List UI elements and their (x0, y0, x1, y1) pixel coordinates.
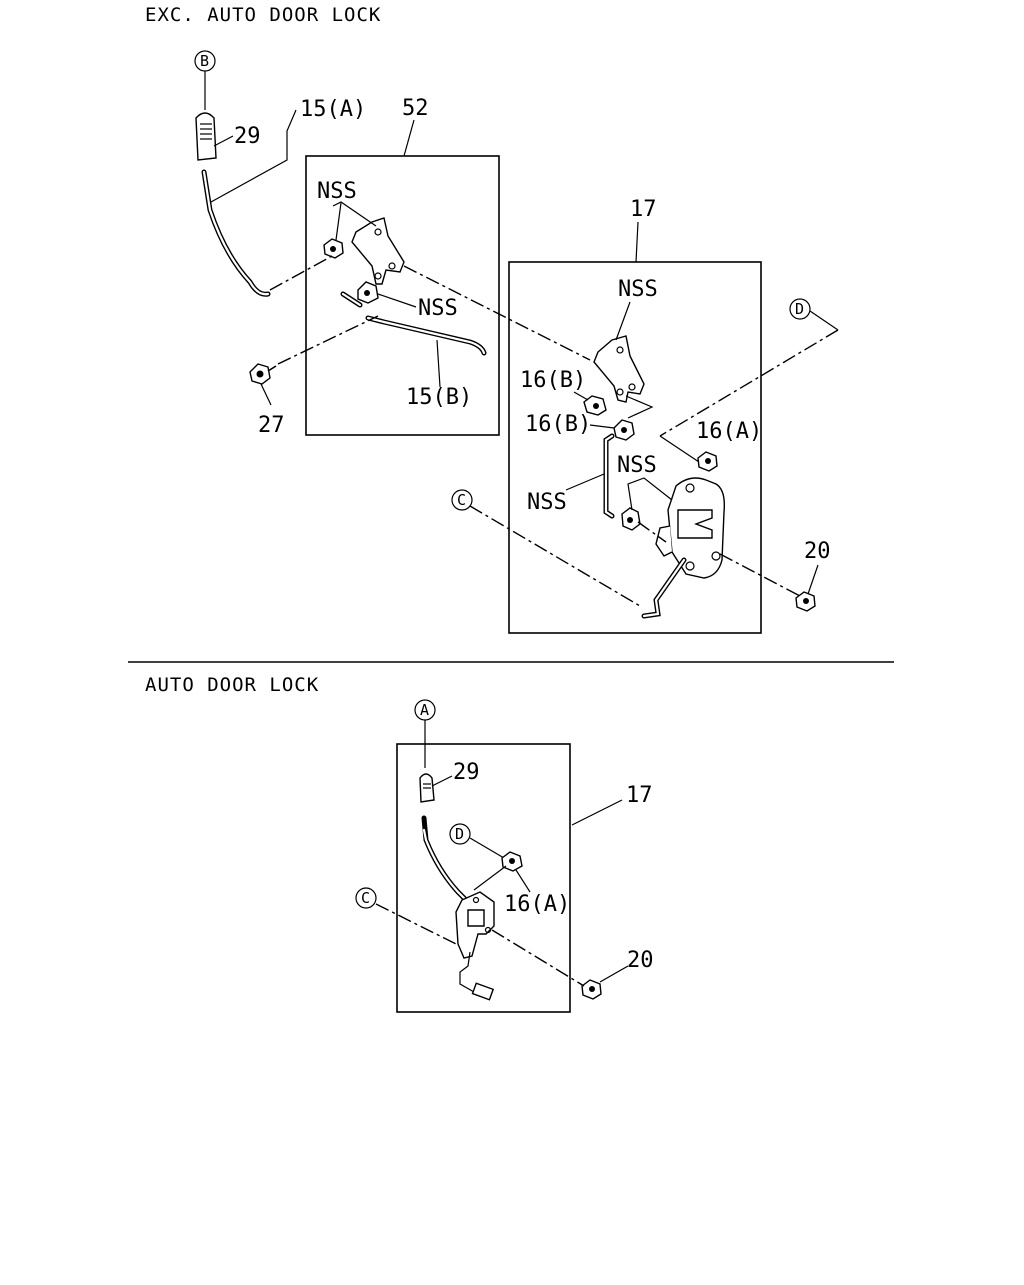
label-nss-1: NSS (317, 179, 357, 204)
svg-text:D: D (455, 825, 464, 843)
leader-16a-bottom-to-latch (473, 865, 507, 891)
leader-nss-3 (615, 301, 631, 341)
leader-20-bottom (599, 965, 629, 983)
leader-20-top (807, 564, 819, 595)
label-nss-3: NSS (618, 277, 658, 302)
label-nss-4: NSS (617, 453, 657, 478)
door-latch-bottom (455, 891, 495, 959)
section-title-auto-door-lock: AUTO DOOR LOCK (145, 674, 319, 696)
label-16a-bottom: 16(A) (504, 892, 570, 917)
leader-16a-bottom (515, 869, 531, 893)
leader-16b-1 (573, 391, 589, 401)
leader-29-bottom (431, 775, 453, 787)
screw-20-bottom (581, 979, 602, 1000)
label-20-top: 20 (804, 539, 831, 564)
clip-nss-52 (357, 281, 379, 304)
ref-circle-b: B (194, 50, 216, 72)
ref-circle-c-bottom: C (355, 887, 377, 909)
leader-nss-1b (335, 202, 342, 241)
wire-harness-connector (459, 951, 495, 1001)
dash-latch-to-screw-top (719, 553, 801, 597)
label-15a: 15(A) (300, 97, 366, 122)
label-17-bottom: 17 (626, 783, 653, 808)
svg-text:D: D (795, 300, 804, 318)
bracket-52 (351, 217, 405, 285)
lock-knob-29-bottom (419, 773, 435, 803)
ref-circle-c-top: C (451, 489, 473, 511)
svg-text:B: B (200, 52, 209, 70)
nut-16a-top (697, 451, 718, 472)
leader-15a (210, 109, 297, 203)
rod-bottom (421, 815, 469, 903)
dash-screw-to-rod (277, 315, 379, 365)
rod-nss-vertical (603, 433, 615, 519)
leader-17-top (635, 221, 639, 263)
rod-lower-top (641, 557, 687, 619)
label-nss-2: NSS (418, 296, 458, 321)
leader-16b-bracket (625, 395, 654, 419)
dash-c-top (469, 505, 641, 607)
rod-15b (340, 291, 487, 356)
label-29-bottom: 29 (453, 760, 480, 785)
clip-16b-2 (613, 419, 635, 441)
screw-20-top (795, 591, 816, 612)
leader-d-to-16a (659, 435, 703, 465)
svg-text:C: C (361, 889, 370, 907)
dash-clip-to-latch (637, 521, 667, 543)
leader-17-bottom (571, 799, 623, 826)
label-16b-1: 16(B) (520, 368, 586, 393)
leader-d-top (809, 310, 839, 331)
label-29-top: 29 (234, 124, 261, 149)
ref-circle-d-top: D (789, 298, 811, 320)
nut-16a-bottom (501, 851, 523, 872)
leader-16b-2 (589, 424, 615, 429)
rod-15a (201, 169, 271, 297)
leader-27 (260, 383, 272, 406)
leader-nss-2 (377, 293, 417, 308)
label-52: 52 (402, 96, 429, 121)
label-20-bottom: 20 (627, 948, 654, 973)
bracket-17 (593, 335, 645, 403)
svg-text:C: C (457, 491, 466, 509)
ref-circle-a: A (414, 699, 436, 721)
box-52 (305, 155, 500, 436)
nut-16b-1 (583, 395, 607, 416)
screw-27 (249, 363, 277, 385)
nut-nss-52 (323, 238, 344, 259)
label-nss-5: NSS (527, 490, 567, 515)
leader-nss-4 (627, 477, 673, 511)
box-17-bottom (396, 743, 571, 1013)
dash-rod-to-nut (269, 255, 333, 291)
dash-bracket-to-latch (403, 265, 591, 361)
label-15b: 15(B) (406, 385, 472, 410)
dash-d-top (659, 329, 839, 437)
label-16a-top: 16(A) (696, 419, 762, 444)
clip-nss-latch (621, 507, 641, 531)
ref-circle-d-bottom: D (449, 823, 471, 845)
dash-latch-to-screw-bottom (491, 929, 585, 987)
lock-knob-29-top (195, 112, 217, 161)
label-17-top: 17 (630, 197, 657, 222)
leader-15b (436, 339, 441, 388)
label-27: 27 (258, 413, 285, 438)
door-latch-top (655, 477, 726, 579)
label-16b-2: 16(B) (525, 412, 591, 437)
svg-text:A: A (420, 701, 429, 719)
dash-c-bottom (375, 903, 457, 945)
leader-d-bottom (469, 837, 505, 859)
leader-nss-5 (565, 473, 605, 491)
leader-29-top (213, 135, 234, 147)
box-17-top (508, 261, 762, 634)
leader-nss-1a (332, 201, 377, 227)
leader-52 (403, 119, 415, 157)
section-title-exc-auto-door-lock: EXC. AUTO DOOR LOCK (145, 4, 381, 26)
